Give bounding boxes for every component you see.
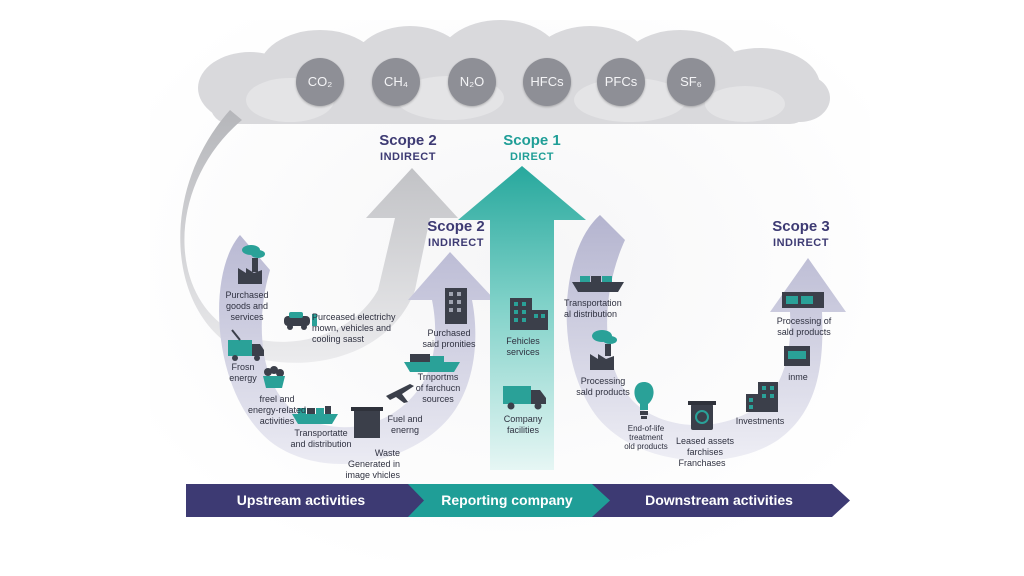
- gas-sf6-circle: SF₆: [667, 58, 715, 106]
- scope2-mid-label: Scope 2 INDIRECT: [412, 218, 500, 250]
- scope-subtitle: DIRECT: [510, 151, 554, 163]
- gas-ch4-circle: CH₄: [372, 58, 420, 106]
- cargo-ship-icon: [572, 276, 624, 292]
- scope2-top-arrow: [180, 110, 458, 363]
- scope-subtitle: INDIRECT: [773, 237, 829, 249]
- charging-car-icon: [284, 312, 317, 330]
- downstream-item-label: Leased assets farchises: [675, 436, 735, 457]
- gas-co2-circle: CO₂: [296, 58, 344, 106]
- value-chain-bar: [186, 484, 850, 517]
- scope3-label: Scope 3 INDIRECT: [756, 218, 846, 250]
- scope-title: Scope 1: [503, 132, 561, 149]
- reporting-company-label: Reporting company: [441, 492, 573, 508]
- upstream-item-label: Purchased goods and services: [225, 290, 269, 322]
- scope1-label: Scope 1 DIRECT: [486, 132, 578, 164]
- recycle-bin-icon: [688, 401, 716, 430]
- upstream-item-label: Purchased said pronities: [422, 328, 476, 349]
- storefront-icon: [784, 346, 810, 366]
- gas-n2o-circle: N₂O: [448, 58, 496, 106]
- downstream-item-label: Processing sald products: [576, 376, 630, 397]
- upstream-item-label: Frosn energy: [229, 362, 257, 383]
- downstream-activities-label: Downstream activities: [645, 492, 793, 508]
- downstream-item-label: Investments: [735, 416, 785, 426]
- lightbulb-icon: [634, 382, 654, 419]
- company-item-label: Company facilities: [503, 414, 543, 435]
- office-building-icon: [746, 382, 778, 412]
- cargo-ship-icon: [782, 292, 824, 308]
- upstream-item-label: Waste Generated in image vhicles: [345, 448, 400, 480]
- ship-icon: [404, 354, 460, 372]
- airplane-icon: [386, 384, 414, 403]
- truck-icon: [503, 386, 546, 410]
- upstream-u-arrow: [219, 235, 496, 464]
- upstream-activities-label: Upstream activities: [236, 492, 366, 508]
- office-building-icon: [445, 288, 467, 324]
- waste-bin-icon: [351, 407, 383, 438]
- upstream-item-label: Transportatte and distribution: [290, 428, 352, 449]
- gas-hfcs-circle: HFCs: [523, 58, 571, 106]
- scope2-top-label: Scope 2 INDIRECT: [362, 132, 454, 164]
- downstream-item-label: Franchases: [678, 458, 726, 468]
- scope-subtitle: INDIRECT: [380, 151, 436, 163]
- upstream-item-label: Trnportms of farchucn sources: [415, 372, 461, 404]
- cargo-ship-icon: [292, 406, 338, 424]
- downstream-item-label: End-of-life treatment old products: [624, 424, 668, 451]
- scope-title: Scope 2: [379, 132, 437, 149]
- upstream-item-label: Fuel and enerng: [387, 414, 423, 435]
- factory-icon: [590, 330, 617, 370]
- company-item-label: Fehicles services: [506, 336, 540, 357]
- scope-subtitle: INDIRECT: [428, 237, 484, 249]
- downstream-item-label: Transportation al distribution: [564, 298, 622, 319]
- scope-title: Scope 2: [427, 218, 485, 235]
- office-building-icon: [510, 298, 548, 330]
- upstream-item-label: freel and energy-related activities: [247, 394, 307, 426]
- gas-pfcs-circle: PFCs: [597, 58, 645, 106]
- factory-icon: [238, 245, 265, 284]
- scope-title: Scope 3: [772, 218, 830, 235]
- downstream-item-label: inme: [788, 372, 808, 382]
- upstream-item-label: Purceased electrichy mown, vehicles and …: [312, 312, 396, 344]
- coal-cart-icon: [263, 366, 285, 388]
- downstream-item-label: Processing of sald products: [776, 316, 832, 337]
- truck-icon: [228, 329, 264, 361]
